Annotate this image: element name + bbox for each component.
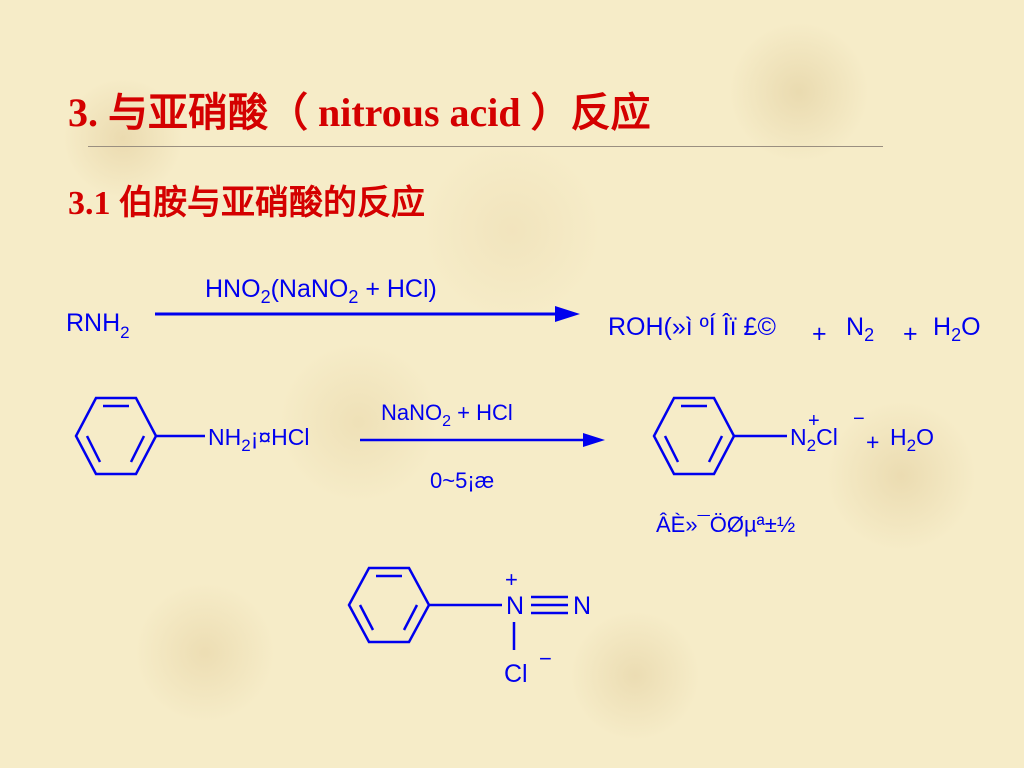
triple-bond	[531, 595, 568, 615]
reagent-nano2-hcl: NaNO2 + HCl	[381, 400, 513, 430]
page-title: 3. 与亚硝酸（ nitrous acid ）反应	[68, 90, 651, 135]
reaction-temperature: 0~5¡æ	[430, 468, 494, 493]
positive-charge: +	[505, 567, 518, 592]
product-caption: ÂÈ»¯ÖØµª±½	[656, 512, 795, 537]
reactant-aniline-hcl: NH2¡¤HCl	[208, 424, 309, 455]
product-water: H2O	[933, 313, 981, 345]
plus-sign: +	[866, 429, 879, 455]
title-divider	[88, 146, 883, 147]
product-roh: ROH(»ì ºÍ Îï £©	[608, 312, 776, 341]
reactant-rnh2: RNH2	[66, 309, 130, 342]
product-diazonium-salt: N2Cl	[790, 424, 838, 455]
plus-sign: +	[903, 320, 918, 348]
negative-charge: −	[853, 408, 865, 430]
diazonium-structure: + N N Cl −	[347, 566, 591, 688]
reaction-1: RNH2 HNO2(NaNO2 + HCl) ROH(»ì ºÍ Îï £© +…	[66, 275, 981, 348]
reaction-2: NH2¡¤HCl NaNO2 + HCl 0~5¡æ + − N2Cl + H2…	[74, 396, 934, 537]
chloride-atom: Cl	[504, 660, 528, 688]
benzene-ring	[74, 396, 205, 476]
reaction-arrow-1	[155, 306, 580, 322]
nitrogen-atom: N	[573, 592, 591, 620]
benzene-ring	[347, 566, 502, 644]
reagent-hno2: HNO2(NaNO2 + HCl)	[205, 275, 437, 307]
plus-sign: +	[812, 320, 827, 348]
section-subtitle: 3.1 伯胺与亚硝酸的反应	[68, 185, 425, 222]
benzene-ring	[652, 396, 787, 476]
negative-charge: −	[539, 646, 552, 671]
product-n2: N2	[846, 313, 874, 345]
nitrogen-atom: N	[506, 592, 524, 620]
positive-charge: +	[808, 410, 820, 432]
reaction-arrow-2	[360, 433, 605, 447]
product-water: H2O	[890, 424, 934, 455]
